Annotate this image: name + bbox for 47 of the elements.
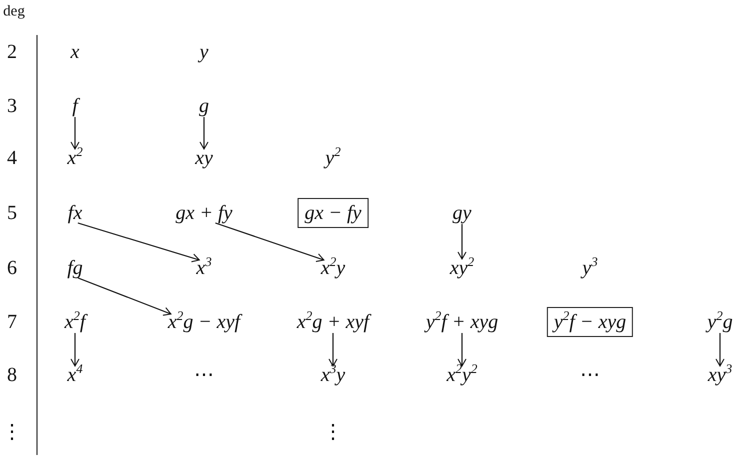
math-term: y$^{2}$g (707, 312, 733, 332)
degree-number: 7 (7, 312, 17, 332)
vertical-ellipsis: ⋮ (2, 422, 22, 442)
arrow (78, 277, 172, 316)
math-term: x$^{2}$y$^{2}$ (446, 365, 478, 385)
arrow (200, 117, 208, 150)
math-term: xy$^{3}$ (708, 365, 732, 385)
ellipsis: ⋯ (194, 365, 214, 385)
arrow (70, 117, 80, 150)
degree-number: 6 (7, 258, 17, 278)
math-term: x$^{2}$g − xyf (168, 312, 240, 332)
math-term: gy (452, 203, 472, 223)
math-term: fx (68, 203, 82, 223)
arrow (78, 222, 200, 262)
degree-number: 4 (7, 148, 17, 168)
math-term: gx + fy (176, 203, 232, 223)
math-term: x$^{4}$ (67, 365, 83, 385)
arrow (70, 333, 80, 366)
vertical-ellipsis: ⋮ (323, 422, 343, 442)
math-term: x$^{2}$ (67, 148, 83, 168)
math-term: y$^{2}$ (325, 148, 341, 168)
degree-number: 3 (7, 96, 17, 116)
degree-number: 5 (7, 203, 17, 223)
math-term: x$^{2}$g + xyf (296, 312, 370, 332)
boxed-term: y$^{2}$f − xyg (546, 307, 634, 337)
math-term: x$^{3}$ (196, 258, 212, 278)
math-term: f (72, 96, 78, 116)
math-term: y$^{3}$ (582, 258, 598, 278)
boxed-term: gx − fy (298, 198, 368, 228)
axis-title: deg (3, 4, 25, 20)
degree-number: 2 (7, 42, 17, 62)
math-term: xy (195, 148, 213, 168)
math-term: fg (67, 258, 83, 278)
math-term: x$^{2}$f (64, 312, 86, 332)
math-term: y$^{2}$f + xyg (426, 312, 498, 332)
arrow (458, 224, 466, 260)
math-term: y (200, 42, 208, 62)
math-term: xy$^{2}$ (450, 258, 474, 278)
arrow (716, 333, 724, 366)
arrow (458, 333, 466, 366)
arrow (328, 333, 338, 366)
math-term: g (199, 96, 209, 116)
degree-number: 8 (7, 365, 17, 385)
ellipsis: ⋯ (580, 365, 600, 385)
math-term: x (70, 42, 80, 62)
math-term: x$^{2}$y (320, 258, 346, 278)
arrow (215, 222, 324, 262)
